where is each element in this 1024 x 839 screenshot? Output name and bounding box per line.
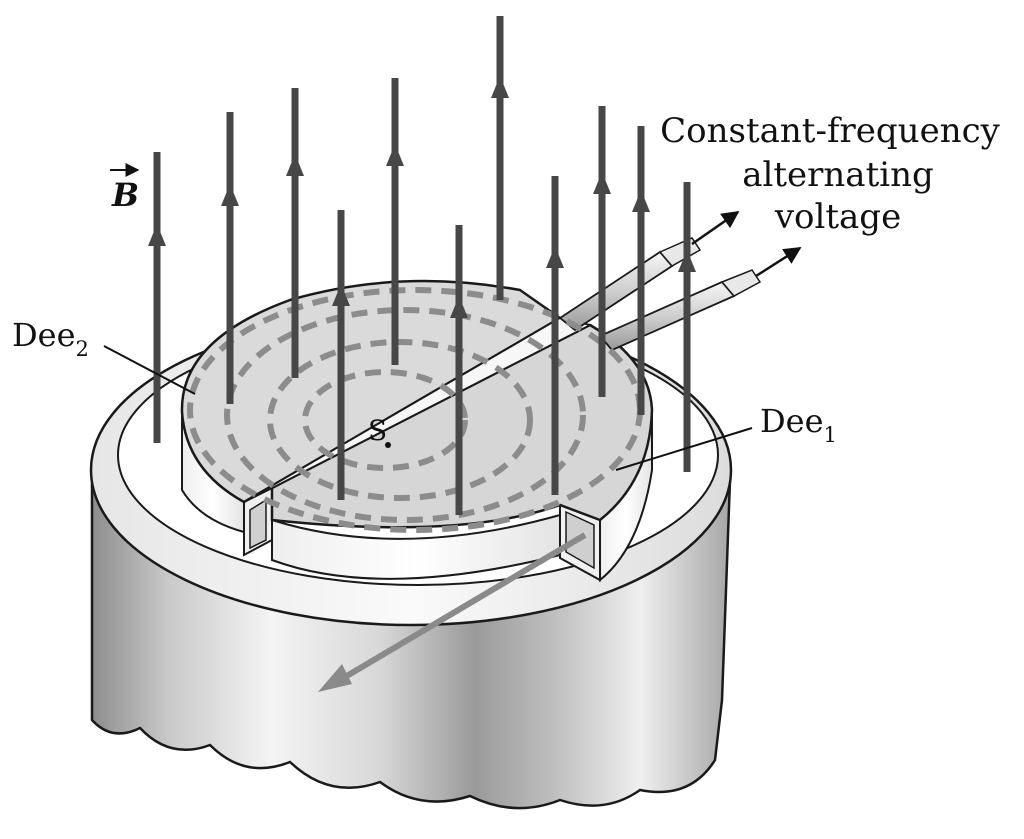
dee2-label: Dee2 — [12, 316, 196, 395]
orbit-2 — [267, 339, 533, 501]
field-line-arrowhead-1 — [148, 224, 166, 246]
dee2-label-main: Dee — [12, 316, 76, 354]
magnetic-field-lines — [148, 16, 696, 515]
field-line-arrowhead-10 — [632, 190, 650, 212]
svg-text:Dee1: Dee1 — [760, 402, 837, 447]
svg-text:Dee2: Dee2 — [12, 316, 89, 361]
voltage-label-line-1: Constant-frequency — [660, 111, 1000, 151]
exit-beam — [318, 532, 587, 692]
field-line-arrowhead-9 — [593, 172, 611, 194]
field-line-arrowhead-6 — [450, 296, 468, 318]
dee1-label: Dee1 — [615, 402, 837, 471]
voltage-lead-arrow-1 — [691, 210, 740, 246]
dee2-leader — [103, 345, 196, 395]
field-line-arrowhead-5 — [386, 144, 404, 166]
source-point — [385, 442, 391, 448]
field-line-arrowhead-8 — [546, 246, 564, 268]
dee2-label-sub: 2 — [76, 337, 89, 361]
field-line-arrowhead-4 — [332, 284, 350, 306]
orbit-1 — [302, 369, 468, 471]
dee-walls — [181, 408, 653, 583]
field-line-arrowhead-2 — [221, 184, 239, 206]
dee1-label-main: Dee — [760, 402, 824, 440]
field-line-arrowhead-11 — [678, 250, 696, 272]
field-label: B — [110, 163, 140, 214]
voltage-lead-arrow-2 — [755, 246, 802, 278]
voltage-label: Constant-frequency alternating voltage — [660, 111, 1000, 237]
dee1-leader — [615, 427, 753, 471]
source-label: S — [368, 414, 387, 447]
exit-beam-arrowhead — [318, 664, 352, 692]
field-symbol: B — [111, 176, 139, 214]
dee1-label-sub: 1 — [824, 423, 837, 447]
voltage-label-line-2: alternating — [742, 155, 934, 195]
voltage-label-line-3: voltage — [774, 197, 901, 237]
field-line-arrowhead-3 — [286, 154, 304, 176]
orbit-3 — [224, 307, 586, 523]
field-line-arrowhead-7 — [491, 76, 509, 98]
